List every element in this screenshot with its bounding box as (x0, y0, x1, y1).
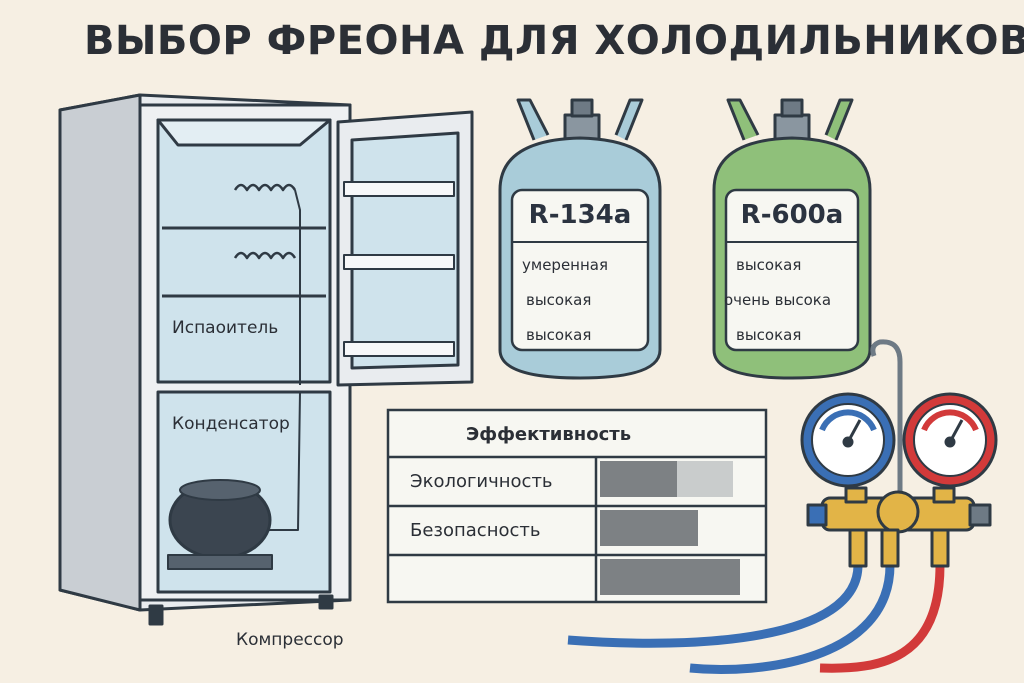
table-bar-3 (600, 559, 740, 595)
cylinder-r134a (498, 98, 662, 380)
page-title: ВЫБОР ФРЕОНА ДЛЯ ХОЛОДИЛЬНИКОВ (84, 18, 1024, 64)
cylinder-r600a (712, 98, 872, 380)
compressor-label: Компрессор (236, 630, 344, 650)
table-row-label-2: Безопасность (410, 520, 541, 541)
cylinder-r600a-row-2: очень высока (724, 291, 832, 309)
cylinder-r134a-name: R-134a (528, 200, 632, 230)
table-bars (600, 461, 740, 595)
refrigerator (58, 93, 474, 626)
manifold-gauge-set (567, 339, 998, 674)
table-bar-1 (600, 461, 677, 497)
evaporator-label: Испаоитель (172, 318, 279, 338)
cylinder-r600a-row-1: высокая (736, 256, 802, 274)
cylinder-r134a-row-1: умеренная (522, 256, 609, 274)
condenser-label: Конденсатор (172, 414, 290, 434)
cylinder-r134a-row-3: высокая (526, 326, 592, 344)
cylinder-r600a-name: R-600a (740, 200, 844, 230)
table-bar-2 (600, 510, 698, 546)
cylinder-r134a-row-2: высокая (526, 291, 592, 309)
table-row-label-1: Экологичность (410, 471, 553, 492)
table-header: Эффективность (466, 424, 632, 445)
cylinder-r600a-row-3: высокая (736, 326, 802, 344)
